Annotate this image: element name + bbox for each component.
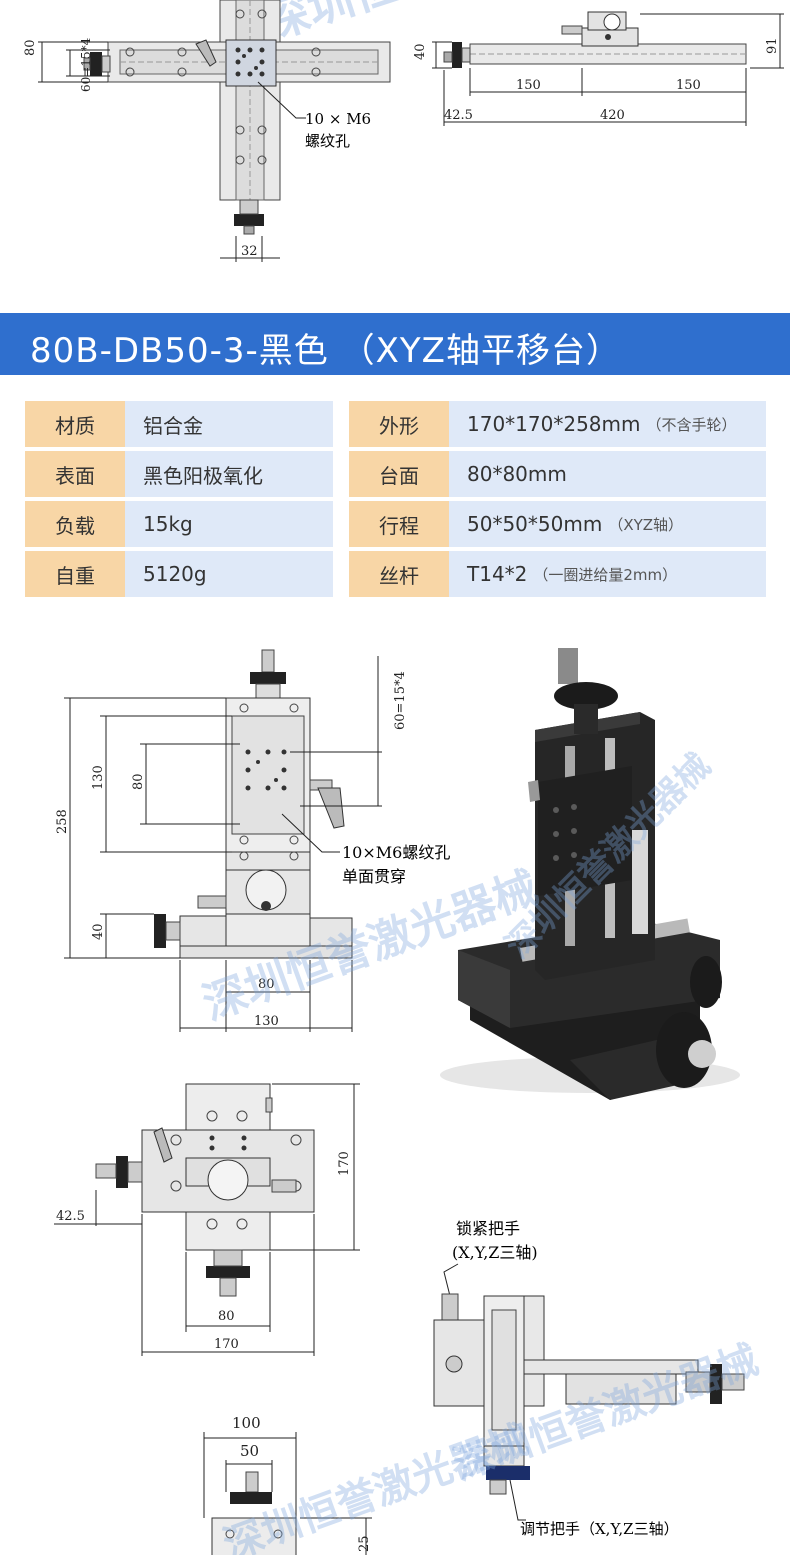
spec-value-cell: T14*2 （一圈进给量2mm） [449,551,766,597]
top-technical-drawing: 深圳恒誉激光器械 [23,0,784,262]
spec-row: 自重 5120g [25,551,333,597]
dim-80v-label: 80 [131,773,146,790]
side-dim-420-label: 420 [600,108,625,123]
spec-row: 表面 黑色阳极氧化 [25,451,333,497]
dim-130h-label: 130 [254,1014,279,1029]
watermark-text: 深圳恒誉激光器械 [218,1417,534,1555]
side-dim-150a-label: 150 [516,78,541,93]
spec-row: 外形 170*170*258mm （不含手轮） [349,401,766,447]
side-dim-40-label: 40 [413,43,428,60]
spec-key: 材质 [25,401,125,447]
product-photo [440,648,740,1100]
spec-row: 材质 铝合金 [25,401,333,447]
spec-key: 表面 [25,451,125,497]
side-dim-150b-label: 150 [676,78,701,93]
side-callout-drawing [433,1263,745,1521]
dim-130v-label: 130 [91,765,106,790]
lock-callout-line2: (X,Y,Z三轴) [452,1243,538,1262]
top-view-dimensions [54,1083,360,1356]
dim-60-label: 60=15*4 [79,37,93,92]
side-stage-drawing [443,11,747,68]
dim-60-front-label: 60=15*4 [393,671,408,730]
hole-note-line1: 10 × M6 [305,110,371,128]
side-stage-dimensions [432,13,784,126]
front-view-drawing [154,649,353,959]
spec-row: 负载 15kg [25,501,333,547]
product-title-banner: 80B-DB50-3-黑色 （XYZ轴平移台） [0,313,790,375]
spec-value: 15kg [125,501,333,547]
side-dim-42-5-label: 42.5 [444,108,473,123]
cross-stage-drawing [83,0,391,235]
dim-32-label: 32 [241,244,258,259]
spec-row: 台面 80*80mm [349,451,766,497]
dim-50-label: 50 [240,1442,259,1460]
dim-42-5-label: 42.5 [56,1209,85,1224]
spec-note: （一圈进给量2mm） [533,565,678,584]
front-view-dimensions [64,656,382,1032]
front-note-line2: 单面贯穿 [342,867,406,886]
dim-80-top-label: 80 [218,1309,235,1324]
spec-row: 丝杆 T14*2 （一圈进给量2mm） [349,551,766,597]
spec-value: 5120g [125,551,333,597]
bottom-side-view-drawing [211,1471,297,1555]
spec-value: 铝合金 [125,401,333,447]
dim-80-label: 80 [23,39,38,56]
dim-80h-label: 80 [258,977,275,992]
hole-note-line2: 螺纹孔 [305,132,350,150]
spec-value: T14*2 [467,562,528,586]
dim-100-label: 100 [232,1414,261,1432]
spec-value-cell: 80*80mm [449,451,766,497]
dim-40-front-label: 40 [91,923,106,940]
dim-25-label: 25 [357,1535,372,1552]
lock-callout-line1: 锁紧把手 [456,1219,520,1238]
spec-value: 170*170*258mm [467,412,641,436]
product-title: 80B-DB50-3-黑色 （XYZ轴平移台） [30,331,621,371]
lower-technical-drawings: 258 130 80 60=15*4 40 80 130 10×M6螺纹孔 单面… [54,648,764,1555]
spec-value: 50*50*50mm [467,512,603,536]
spec-note: （XYZ轴） [608,515,684,534]
spec-value-cell: 50*50*50mm （XYZ轴） [449,501,766,547]
side-dim-91-label: 91 [765,37,780,54]
spec-key: 外形 [349,401,449,447]
spec-row: 行程 50*50*50mm （XYZ轴） [349,501,766,547]
spec-note: （不含手轮） [646,415,737,434]
spec-key: 行程 [349,501,449,547]
cross-stage-dimensions [38,41,280,262]
spec-value: 黑色阳极氧化 [125,451,333,497]
dim-170h-label: 170 [214,1337,239,1352]
bottom-side-view-dimensions [203,1432,372,1555]
spec-key: 台面 [349,451,449,497]
dim-170v-label: 170 [337,1151,352,1176]
front-note-line1: 10×M6螺纹孔 [342,843,450,862]
adjust-callout: 调节把手（X,Y,Z三轴） [520,1520,679,1538]
spec-value: 80*80mm [467,462,567,486]
spec-key: 负载 [25,501,125,547]
spec-value-cell: 170*170*258mm （不含手轮） [449,401,766,447]
top-view-drawing [95,1083,315,1297]
spec-key: 自重 [25,551,125,597]
spec-key: 丝杆 [349,551,449,597]
dim-258-label: 258 [55,809,70,834]
